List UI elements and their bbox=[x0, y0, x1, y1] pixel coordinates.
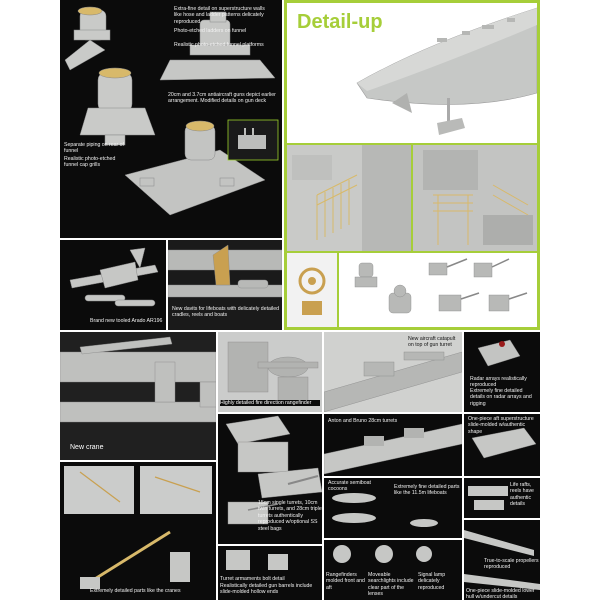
bow-photo: Detail-up bbox=[287, 3, 537, 143]
page-title: Detail-up bbox=[297, 11, 383, 33]
barrels-panel: Turret armaments bolt detail Realistical… bbox=[218, 546, 322, 600]
radar-panel: Radar arrays realistically reproduced Ex… bbox=[464, 332, 540, 412]
ladder-image bbox=[287, 145, 411, 251]
caption-lifeboats-rafts: Life rafts, reels have authentic details bbox=[510, 482, 534, 508]
barrel-image bbox=[226, 550, 288, 570]
caption-lifeboats: Accurate semiboat cocoons bbox=[328, 480, 371, 493]
caption-crane-details: Extremely detailed parts like the cranes bbox=[90, 588, 181, 594]
anton-bruno-image bbox=[324, 423, 462, 475]
caption-turret-armament: 15cm single turrets, 10cm twin turrets, … bbox=[258, 500, 322, 532]
raft-image bbox=[468, 486, 508, 510]
caption-photo-ladders: Photo-etched ladders on funnel bbox=[174, 28, 247, 34]
seaplane-image bbox=[69, 247, 159, 307]
caption-davits: New davits for lifeboats with delicately… bbox=[172, 306, 279, 319]
caption-searchlights: Moveable searchlights include clear part… bbox=[368, 572, 414, 598]
crane-detail-image bbox=[64, 466, 212, 589]
propeller-image bbox=[464, 530, 540, 590]
searchlight-image bbox=[333, 545, 432, 563]
catapult-panel: New aircraft catapult on top of gun turr… bbox=[324, 332, 462, 412]
aft-superstructure-image bbox=[471, 427, 537, 459]
rangefinder-panel: Highly detailed fire direction rangefind… bbox=[218, 332, 322, 412]
caption-rangefinder: Highly detailed fire direction rangefind… bbox=[220, 400, 320, 407]
caption-anton-bruno: Anton and Bruno 28cm turrets bbox=[328, 418, 398, 424]
caption-aa-guns: 20cm and 3.7cm antiaircraft guns depict … bbox=[168, 92, 276, 105]
caption-lifeboat-det: Extremely fine detailed parts like the 1… bbox=[394, 484, 460, 497]
caption-funnel-platforms: Realistic photo-etched funnel platforms bbox=[174, 42, 264, 48]
aa-guns-photo bbox=[339, 253, 537, 327]
funnel-image bbox=[413, 145, 537, 251]
caption-piping: Separate piping on rear of funnel bbox=[64, 142, 124, 155]
reel-photo bbox=[287, 253, 337, 327]
davit-image bbox=[168, 240, 282, 330]
superstructure-image bbox=[64, 6, 279, 216]
one-piece-panel: One-piece aft superstructure slide-molde… bbox=[464, 414, 540, 476]
caption-turret-brand: Turret armaments bolt detail bbox=[220, 576, 285, 582]
caption-barrels: Realistically detailed gun barrels inclu… bbox=[220, 583, 313, 596]
caption-superstructure: Extra-fine detail on superstructure wall… bbox=[174, 6, 265, 25]
anton-bruno-panel: Anton and Bruno 28cm turrets bbox=[324, 414, 462, 476]
turret-panel: 15cm single turrets, 10cm twin turrets, … bbox=[218, 414, 322, 544]
crane-image bbox=[60, 332, 216, 460]
caption-radar-ext: Extremely fine detailed details on radar… bbox=[470, 388, 532, 407]
crane-details-panel: Extremely detailed parts like the cranes bbox=[60, 462, 216, 600]
searchlight-panel: Rangefinders molded front and aft Moveab… bbox=[324, 540, 462, 600]
superstructure-panel: Extra-fine detail on superstructure wall… bbox=[60, 0, 282, 238]
superstructure-detail-photo bbox=[287, 145, 411, 251]
hull-panel: True-to-scale propellers reproduced One-… bbox=[464, 520, 540, 600]
funnel-detail-photo bbox=[413, 145, 537, 251]
radar-image bbox=[477, 339, 521, 367]
caption-propellers: True-to-scale propellers reproduced bbox=[484, 558, 539, 571]
caption-new-crane: New crane bbox=[70, 444, 104, 451]
aa-gun-image bbox=[354, 258, 528, 314]
rangefinder-image bbox=[218, 332, 322, 412]
caption-hull: One-piece slide-molded lower hull w/unde… bbox=[466, 588, 535, 600]
caption-radar: Radar arrays realistically reproduced bbox=[470, 376, 527, 389]
arado-panel: Brand new tooled Arado AR196 bbox=[60, 240, 166, 330]
lifeboat-image bbox=[332, 493, 438, 527]
caption-signal-lamp: Signal lamp delicately reproduced bbox=[418, 572, 446, 591]
catapult-image bbox=[324, 332, 462, 412]
battleship-bow-image bbox=[356, 7, 537, 135]
detail-up-panel: Detail-up bbox=[284, 0, 540, 330]
lifeboats-panel: Accurate semiboat cocoons Extremely fine… bbox=[324, 478, 462, 538]
turret-image bbox=[225, 415, 322, 525]
rafts-panel: Life rafts, reels have authentic details bbox=[464, 478, 540, 518]
caption-rangefinder-small: Rangefinders molded front and aft bbox=[326, 572, 365, 591]
reel-image bbox=[298, 267, 326, 315]
caption-arado: Brand new tooled Arado AR196 bbox=[90, 318, 163, 324]
caption-cap-grills: Realistic photo-etched funnel cap grills bbox=[64, 156, 116, 169]
caption-aircraft-catapult: New aircraft catapult on top of gun turr… bbox=[408, 336, 456, 349]
caption-one-piece: One-piece aft superstructure slide-molde… bbox=[468, 416, 534, 435]
davits-panel: New davits for lifeboats with delicately… bbox=[168, 240, 282, 330]
crane-panel: New crane bbox=[60, 332, 216, 460]
